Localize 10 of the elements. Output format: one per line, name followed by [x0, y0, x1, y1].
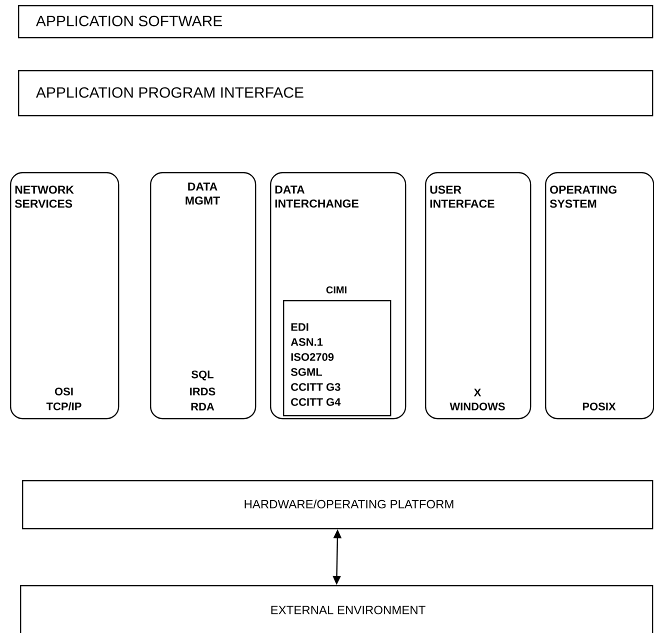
service-column: OPERATING SYSTEM POSIX: [545, 172, 654, 420]
platform-box: HARDWARE/OPERATING PLATFORM: [22, 480, 654, 530]
service-column: DATA MGMT SQL IRDS RDA: [150, 172, 256, 420]
layer-box: APPLICATION PROGRAM INTERFACE: [18, 70, 654, 116]
service-column: USER INTERFACE X WINDOWS: [425, 172, 532, 420]
layer-box: APPLICATION SOFTWARE: [18, 5, 654, 38]
standards-box: CIMI EDI ASN.1 ISO2709 SGML CCITT G3 CCITT G4: [283, 286, 392, 416]
platform-box: EXTERNAL ENVIRONMENT: [20, 585, 654, 633]
node-label: CIMI: [326, 286, 346, 294]
service-column: NETWORK SERVICES OSI TCP/IP: [10, 172, 120, 420]
